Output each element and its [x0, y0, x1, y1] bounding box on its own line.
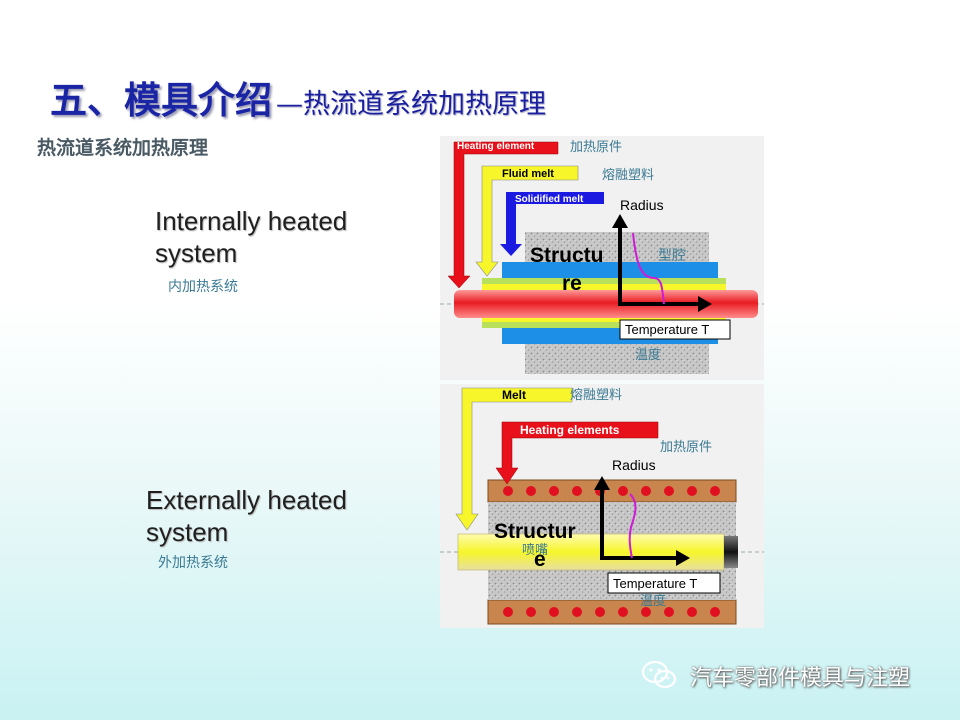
structure-text-1: Structur — [494, 520, 576, 543]
heating-element-cn: 加热原件 — [570, 140, 622, 155]
temperature-label: Temperature T — [625, 322, 709, 337]
upper-heater-band — [487, 479, 737, 503]
heating-element-arrow — [447, 141, 559, 289]
structure-text-2: re — [562, 272, 582, 295]
melt-cn: 熔融塑料 — [570, 388, 622, 403]
nozzle-cn: 喷嘴 — [522, 543, 548, 558]
heating-element-text: Heating element — [457, 141, 535, 152]
internal-heating-diagram: Heating element 加热原件 Fluid melt 熔融塑料 Sol… — [440, 136, 764, 380]
radius-label: Radius — [612, 457, 656, 473]
radius-label: Radius — [620, 197, 664, 213]
upper-heater-dots — [503, 486, 720, 496]
external-heating-diagram: Melt 熔融塑料 Heating elements 加热原件 Radius S… — [440, 384, 764, 628]
melt-arrow — [455, 387, 573, 531]
temperature-box — [607, 572, 721, 594]
lower-heater-band — [487, 599, 737, 625]
structure-text-1: Structu — [530, 244, 604, 267]
temperature-cn: 温度 — [640, 593, 666, 609]
fluid-melt-cn: 熔融塑料 — [602, 168, 654, 183]
external-system-label: Externally heated system — [146, 484, 347, 548]
external-system-cn: 外加热系统 — [158, 555, 228, 571]
internal-system-cn: 内加热系统 — [168, 279, 238, 295]
melt-text: Melt — [502, 388, 526, 402]
heating-elements-arrow — [495, 421, 659, 485]
structure-text-2: e — [534, 548, 546, 571]
section-subtitle: 热流道系统加热原理 — [37, 137, 209, 159]
internal-label-line1: Internally heated — [155, 206, 348, 236]
internal-system-label: Internally heated system — [155, 205, 347, 269]
heating-elements-text: Heating elements — [520, 423, 620, 437]
fluid-melt-text: Fluid melt — [502, 168, 554, 180]
nozzle-tip — [724, 536, 738, 568]
fluid-melt-arrow — [475, 165, 579, 277]
solidified-melt-text: Solidified melt — [515, 194, 584, 205]
slide-title: 五、模具介绍—热流道系统加热原理 — [50, 70, 546, 124]
title-main: 五、模具介绍 — [50, 79, 272, 122]
temperature-curve — [628, 493, 637, 559]
wechat-icon — [641, 660, 677, 689]
temperature-box — [619, 319, 731, 340]
temperature-curve — [632, 232, 665, 305]
lower-heater-dots — [503, 607, 720, 617]
heating-element-rod — [454, 290, 758, 318]
cavity-cn: 型腔 — [658, 248, 686, 264]
internal-label-line2: system — [155, 238, 238, 268]
heating-elements-cn: 加热原件 — [660, 440, 712, 455]
temperature-cn: 温度 — [635, 347, 661, 363]
external-label-line2: system — [146, 517, 229, 547]
solidified-melt-arrow — [500, 192, 604, 256]
title-sub: —热流道系统加热原理 — [276, 89, 546, 120]
external-label-line1: Externally heated — [146, 485, 347, 515]
footer-watermark: 汽车零部件模具与注塑 — [690, 666, 911, 691]
temperature-label: Temperature T — [613, 576, 697, 591]
melt-channel — [457, 533, 725, 571]
